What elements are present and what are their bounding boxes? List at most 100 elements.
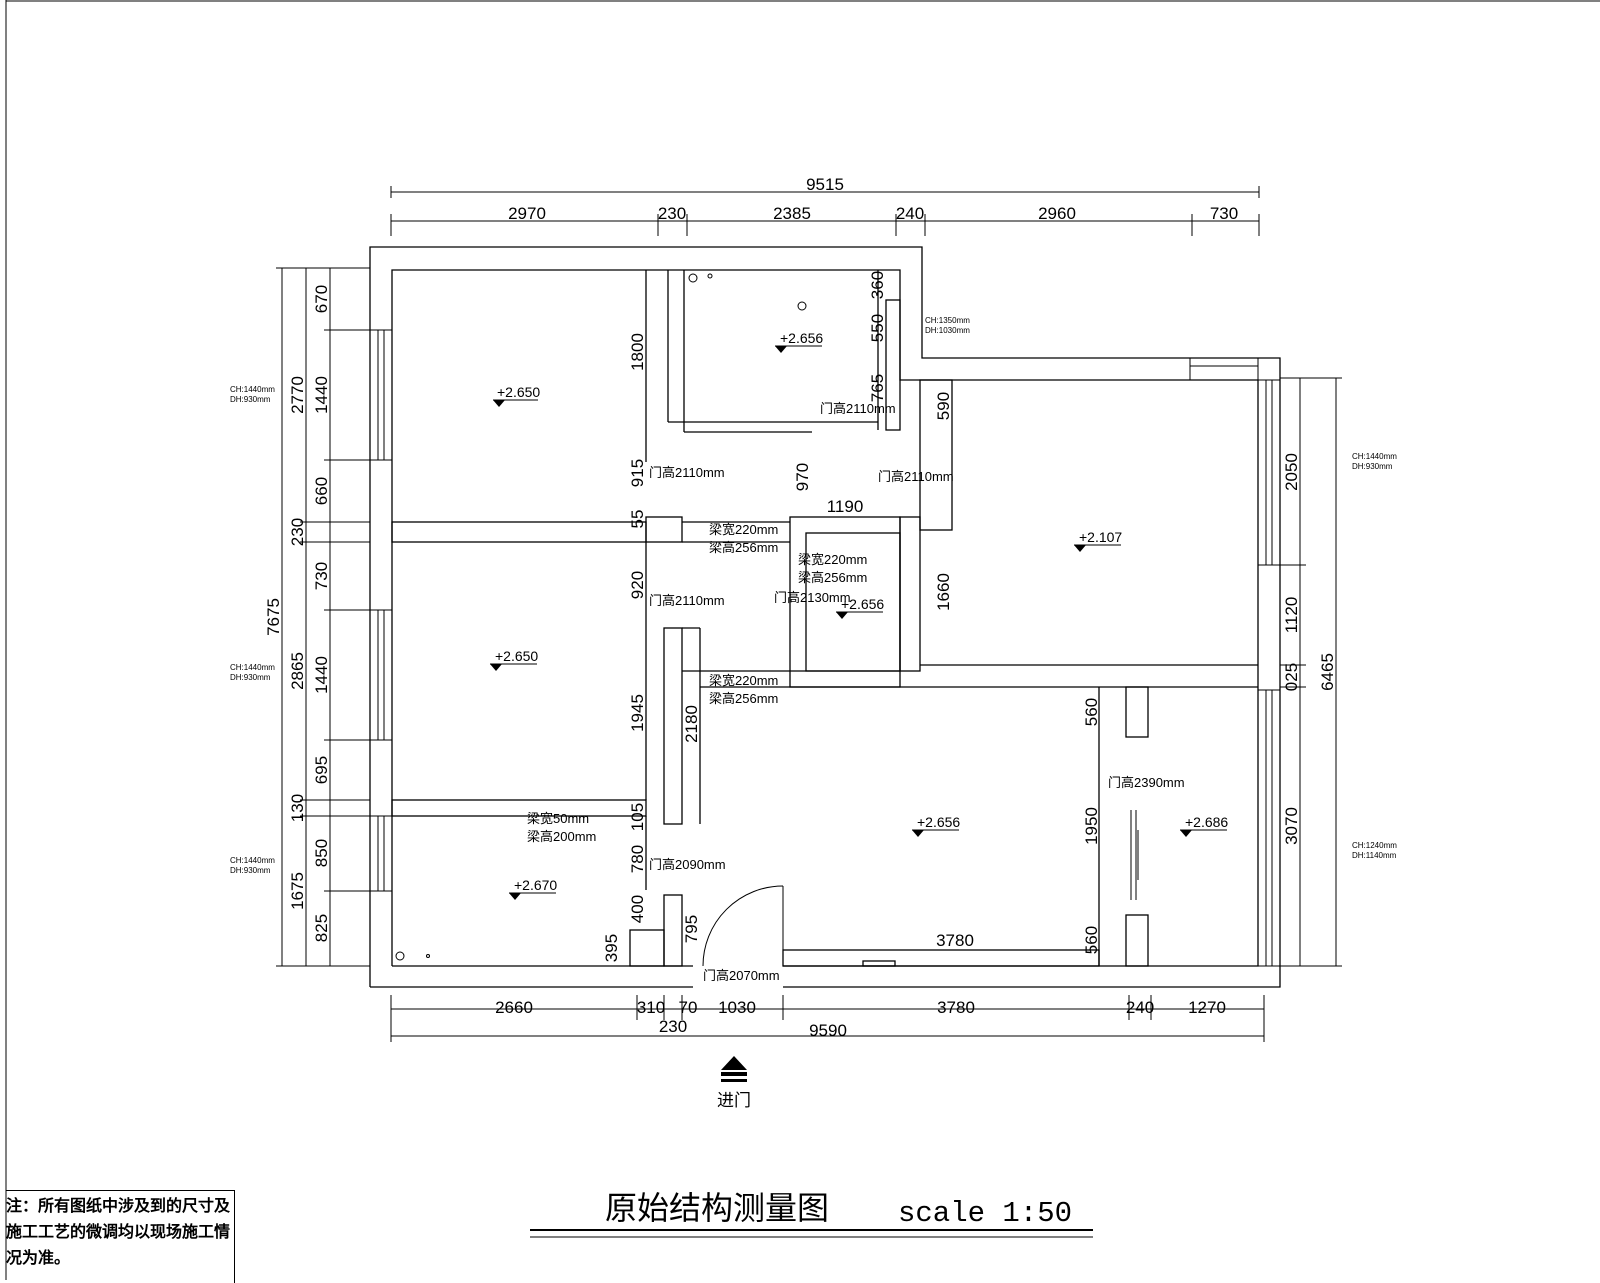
dim-top-overall: 9515 xyxy=(806,175,844,194)
window-notes: CH:1440mm DH:930mm CH:1440mm DH:930mm CH… xyxy=(230,316,1397,875)
level-mark: +2.656 xyxy=(775,330,823,353)
dim-left-inner: 670 xyxy=(312,285,331,313)
level-label: +2.656 xyxy=(841,596,884,612)
dim-bottom-seg: 310 xyxy=(637,998,665,1017)
dim-left-mid: 2865 xyxy=(288,652,307,690)
interior-dimensions: 1800 360 550 765 590 915 55 970 1190 920… xyxy=(602,271,1101,962)
dim-left-inner: 825 xyxy=(312,914,331,942)
dim-right-seg: 025 xyxy=(1282,663,1301,691)
level-marks: +2.650 +2.656 +2.650 +2.670 +2.656 +2.10… xyxy=(490,330,1228,900)
dim-left-inner: 730 xyxy=(312,562,331,590)
interior-dim: 920 xyxy=(628,571,647,599)
interior-dim: 55 xyxy=(628,510,647,529)
door-height-note: 门高2130mm xyxy=(774,590,851,605)
dim-bottom-seg: 240 xyxy=(1126,998,1154,1017)
beam-note: 梁高256mm xyxy=(709,691,778,706)
dim-left-mid: 130 xyxy=(288,794,307,822)
drawing-title: 原始结构测量图 xyxy=(605,1189,829,1227)
level-label: +2.686 xyxy=(1185,814,1228,830)
beam-note: 梁高256mm xyxy=(798,570,867,585)
dim-top-seg: 240 xyxy=(896,204,924,223)
walls xyxy=(369,246,1281,988)
dim-left-inner: 695 xyxy=(312,756,331,784)
dim-top-seg: 230 xyxy=(658,204,686,223)
door-height-note: 门高2390mm xyxy=(1108,775,1185,790)
interior-dim: 1190 xyxy=(827,497,864,516)
interior-dim: 560 xyxy=(1082,698,1101,726)
dim-bottom-extra: 230 xyxy=(659,1017,687,1036)
top-dimensions: 9515 2970 230 2385 240 2960 730 xyxy=(390,175,1260,236)
level-mark: +2.686 xyxy=(1180,814,1228,837)
dim-right-seg: 3070 xyxy=(1282,807,1301,845)
dim-bottom-seg: 70 xyxy=(679,998,698,1017)
door-height-note: 门高2110mm xyxy=(820,401,896,416)
interior-dim: 3780 xyxy=(936,931,974,950)
dim-left-overall: 7675 xyxy=(264,598,283,636)
interior-dim: 395 xyxy=(602,934,621,962)
beam-note: 梁高200mm xyxy=(527,829,596,844)
door-height-note: 门高2070mm xyxy=(703,968,780,983)
window-note: DH:1140mm xyxy=(1352,851,1397,860)
level-label: +2.650 xyxy=(497,384,540,400)
window-note: CH:1440mm xyxy=(1352,452,1397,461)
dim-top-seg: 730 xyxy=(1210,204,1238,223)
level-mark: +2.107 xyxy=(1074,529,1122,552)
level-mark: +2.656 xyxy=(836,596,884,619)
level-label: +2.656 xyxy=(780,330,823,346)
beam-note: 梁高256mm xyxy=(709,540,778,555)
window-note: DH:930mm xyxy=(230,673,271,682)
door-height-note: 门高2110mm xyxy=(649,465,725,480)
interior-dim: 550 xyxy=(868,314,887,342)
dim-bottom-overall: 9590 xyxy=(809,1021,847,1040)
interior-dim: 1945 xyxy=(628,694,647,732)
interior-dim: 590 xyxy=(934,392,953,420)
right-dimensions: 6465 2050 1120 025 3070 xyxy=(1280,377,1342,967)
dim-left-mid: 2770 xyxy=(288,376,307,414)
interior-dim: 1800 xyxy=(628,333,647,371)
dim-bottom-seg: 3780 xyxy=(937,998,975,1017)
door-height-note: 门高2090mm xyxy=(649,857,726,872)
dim-left-mid: 230 xyxy=(288,518,307,546)
dim-left-inner: 850 xyxy=(312,839,331,867)
beam-note: 梁宽220mm xyxy=(798,552,867,567)
dim-top-seg: 2970 xyxy=(508,204,546,223)
dim-bottom-seg: 1270 xyxy=(1188,998,1226,1017)
window-note: DH:930mm xyxy=(1352,462,1393,471)
dim-top-seg: 2960 xyxy=(1038,204,1076,223)
window-note: CH:1350mm xyxy=(925,316,970,325)
scale-label: scale 1:50 xyxy=(898,1197,1072,1230)
interior-dim: 2180 xyxy=(682,705,701,743)
bottom-dimensions: 2660 310 70 1030 3780 240 1270 230 9590 xyxy=(390,995,1265,1042)
dim-right-overall: 6465 xyxy=(1318,653,1337,691)
interior-dim: 560 xyxy=(1082,926,1101,954)
level-label: +2.107 xyxy=(1079,529,1122,545)
window-note: DH:930mm xyxy=(230,866,271,875)
dim-top-seg: 2385 xyxy=(773,204,811,223)
interior-dim: 360 xyxy=(868,271,887,299)
interior-dim: 400 xyxy=(628,895,647,923)
interior-dim: 1660 xyxy=(934,573,953,611)
window-note: CH:1440mm xyxy=(230,663,275,672)
interior-dim: 765 xyxy=(868,374,887,402)
interior-dim: 780 xyxy=(628,845,647,873)
left-dimensions: 7675 2770 230 2865 130 1675 670 1440 660… xyxy=(264,267,370,967)
level-mark: +2.670 xyxy=(509,877,557,900)
level-mark: +2.650 xyxy=(490,648,538,671)
dim-right-seg: 2050 xyxy=(1282,453,1301,491)
dim-left-inner: 1440 xyxy=(312,376,331,414)
construction-note: 注：所有图纸中涉及到的尺寸及施工工艺的微调均以现场施工情况为准。 xyxy=(6,1190,235,1283)
interior-dim: 1950 xyxy=(1082,807,1101,845)
interior-dim: 970 xyxy=(793,463,812,491)
window-note: CH:1440mm xyxy=(230,385,275,394)
door-height-note: 门高2110mm xyxy=(649,593,725,608)
dim-bottom-seg: 2660 xyxy=(495,998,533,1017)
window-note: CH:1440mm xyxy=(230,856,275,865)
door-notes: 门高2110mm 门高2110mm 门高2110mm 门高2110mm 门高21… xyxy=(649,401,1185,983)
level-mark: +2.656 xyxy=(912,814,960,837)
dim-bottom-seg: 1030 xyxy=(718,998,756,1017)
level-label: +2.670 xyxy=(514,877,557,893)
dim-right-seg: 1120 xyxy=(1282,597,1301,634)
window-note: CH:1240mm xyxy=(1352,841,1397,850)
beam-note: 梁宽220mm xyxy=(709,673,778,688)
level-mark: +2.650 xyxy=(493,384,540,407)
